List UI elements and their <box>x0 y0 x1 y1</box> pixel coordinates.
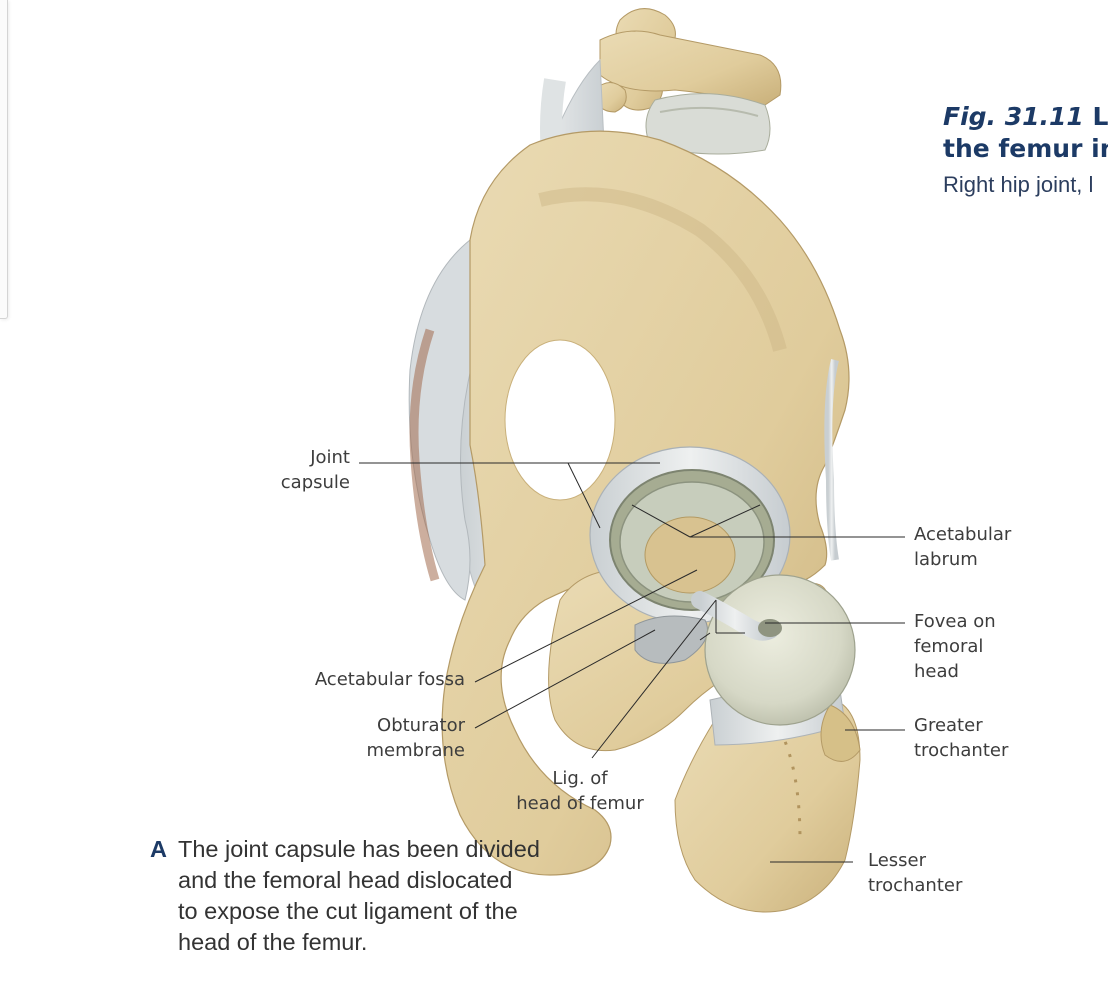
figure-caption: A The joint capsule has been divided and… <box>150 834 550 958</box>
label-acetabular-labrum: Acetabular labrum <box>914 524 1012 570</box>
caption-letter: A <box>150 836 167 862</box>
fovea-pit <box>758 619 782 637</box>
figure-number: Fig. 31.11 <box>943 102 1084 131</box>
greater-sciatic-notch <box>504 339 616 501</box>
figure-title-line2: the femur in <box>943 134 1108 163</box>
acetabular-fossa-floor <box>644 516 736 594</box>
label-joint-capsule: Joint capsule <box>280 447 350 493</box>
label-lig-head-femur: Lig. of head of femur <box>516 768 644 814</box>
leader-lines <box>359 462 905 863</box>
label-greater-trochanter: Greater trochanter <box>914 715 1009 761</box>
caption-text: The joint capsule has been divided and t… <box>178 836 540 955</box>
label-lesser-trochanter: Lesser trochanter <box>868 850 963 896</box>
femoral-head <box>704 574 856 726</box>
figure-title: Fig. 31.11 Lig the femur in <box>943 101 1108 165</box>
obturator-membrane-shape <box>634 615 708 664</box>
label-obturator-membrane: Obturator membrane <box>366 715 465 761</box>
label-fovea-on-femoral-head: Fovea on femoral head <box>914 611 996 682</box>
side-panel-edge <box>0 0 8 319</box>
figure-subtitle: Right hip joint, l <box>943 172 1094 197</box>
label-acetabular-fossa: Acetabular fossa <box>314 669 465 690</box>
figure-title-line1: Lig <box>1092 102 1108 131</box>
inguinal-ligament <box>824 359 839 561</box>
